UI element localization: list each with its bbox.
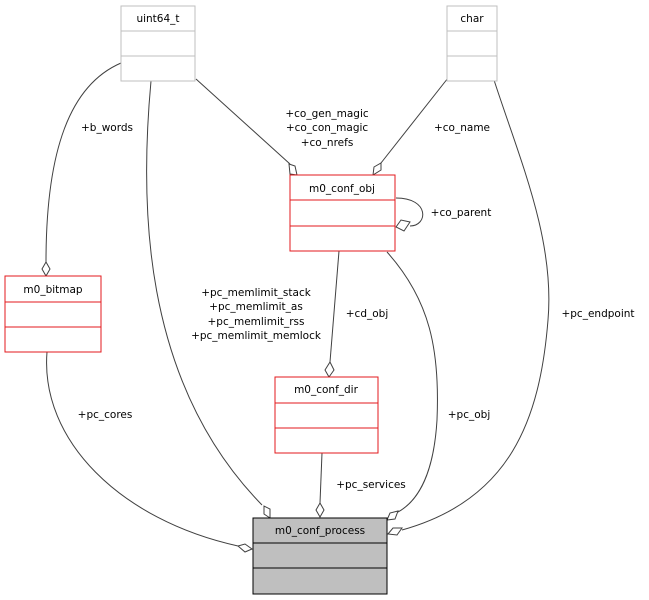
edge-pc-memlimit [146,80,263,506]
node-uint64-t[interactable]: uint64_t [120,5,196,82]
label-pc-memlimit-memlock: +pc_memlimit_memlock [191,330,322,342]
edge-co-magic [195,78,291,165]
label-pc-cores: +pc_cores [78,409,133,421]
aggregation-diamond-cd-obj [324,360,335,378]
aggregation-diamond-obj-left [288,163,298,176]
node-title: m0_conf_process [275,525,365,537]
edge-cd-obj [329,250,340,363]
node-title: m0_conf_dir [294,384,359,396]
label-pc-services: +pc_services [336,479,406,491]
label-pc-memlimit-rss: +pc_memlimit_rss [207,316,304,328]
aggregation-diamond-pc-obj [386,510,399,521]
aggregation-diamond-obj-right [372,162,382,176]
edge-co-name [380,77,449,164]
label-pc-memlimit-as: +pc_memlimit_as [209,301,303,313]
edge-pc-cores [46,351,239,547]
edge-b-words [45,62,122,263]
label-b-words: +b_words [81,122,133,134]
label-pc-memlimit-stack: +pc_memlimit_stack [201,287,312,299]
aggregation-diamond-pc-cores [236,543,254,553]
label-co-con-magic: +co_con_magic [286,122,369,134]
edge-pc-obj [386,251,438,513]
node-char[interactable]: char [446,5,498,82]
label-pc-obj: +pc_obj [448,409,491,421]
node-title: uint64_t [136,13,179,25]
edge-pc-endpoint [401,79,550,531]
edge-co-parent [395,197,424,227]
label-co-parent: +co_parent [431,207,492,219]
label-co-gen-magic: +co_gen_magic [285,108,369,120]
aggregation-diamond-pc-services [315,501,325,519]
node-m0-conf-dir[interactable]: m0_conf_dir [274,376,379,454]
node-title: m0_bitmap [23,284,83,296]
node-m0-conf-process[interactable]: m0_conf_process [252,517,388,595]
aggregation-diamond-m0-bitmap [41,260,51,278]
aggregation-diamond-co-parent [395,219,411,232]
node-m0-conf-obj[interactable]: m0_conf_obj [289,174,396,252]
aggregation-diamond-pc-endpoint [387,527,403,536]
edge-pc-services [319,452,323,504]
label-cd-obj: +cd_obj [346,308,389,320]
node-title: char [460,13,484,25]
node-title: m0_conf_obj [309,183,375,195]
aggregation-diamond-pc-memlimit [263,505,271,519]
label-co-nrefs: +co_nrefs [301,137,354,149]
label-pc-endpoint: +pc_endpoint [561,308,634,320]
label-co-name: +co_name [434,122,490,134]
node-m0-bitmap[interactable]: m0_bitmap [4,275,102,353]
